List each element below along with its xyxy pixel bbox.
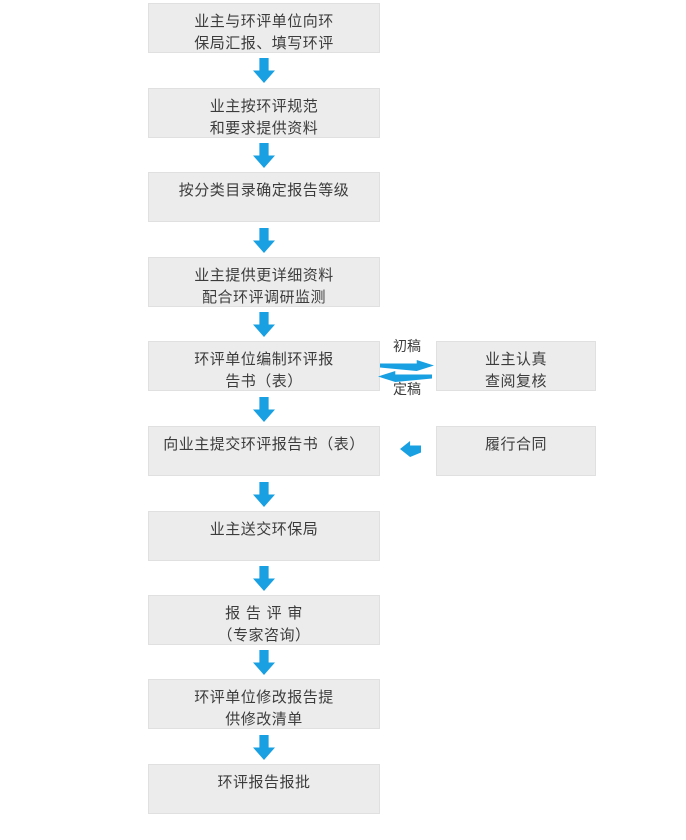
flow-step-text: 业主按环评规范 — [209, 97, 319, 115]
flow-step-text: （专家咨询） — [217, 626, 311, 644]
final-label: 定稿 — [393, 382, 421, 398]
arrow-down-icon — [253, 482, 275, 507]
flow-step-text: 向业主提交环评报告书（表） — [163, 435, 365, 453]
flow-step-send-to-epb: 业主送交环保局 — [148, 511, 380, 561]
flow-step-text: 按分类目录确定报告等级 — [178, 181, 350, 199]
flow-step-report-and-fill: 业主与环评单位向环 保局汇报、填写环评 — [148, 3, 380, 53]
flow-step-text: 业主认真 — [484, 350, 547, 368]
flow-step-text: 环评单位编制环评报 — [194, 350, 334, 368]
flow-step-text: 业主与环评单位向环 — [194, 12, 334, 30]
side-step-owner-review: 业主认真 查阅复核 — [436, 341, 596, 391]
flow-step-text: 履行合同 — [484, 435, 547, 453]
flow-step-text: 查阅复核 — [484, 372, 547, 390]
flow-step-text: 供修改清单 — [225, 710, 303, 728]
flow-step-determine-report-level: 按分类目录确定报告等级 — [148, 172, 380, 222]
flow-step-text: 告书（表） — [225, 372, 303, 390]
flow-step-text: 环评单位修改报告提 — [194, 688, 334, 706]
arrow-down-icon — [253, 735, 275, 760]
arrow-left-icon — [378, 371, 432, 382]
flow-step-text: 业主提供更详细资料 — [194, 266, 334, 284]
arrow-down-icon — [253, 312, 275, 337]
flow-step-text: 报 告 评 审 — [225, 604, 303, 622]
flow-step-report-approval: 环评报告报批 — [148, 764, 380, 814]
flow-step-compile-report: 环评单位编制环评报 告书（表） — [148, 341, 380, 391]
arrow-down-icon — [253, 397, 275, 422]
flow-step-text: 环评报告报批 — [217, 773, 311, 791]
flow-step-text: 配合环评调研监测 — [201, 288, 326, 306]
flow-step-text: 保局汇报、填写环评 — [194, 34, 334, 52]
side-step-fulfill-contract: 履行合同 — [436, 426, 596, 476]
flow-step-submit-report-to-owner: 向业主提交环评报告书（表） — [148, 426, 380, 476]
flow-step-report-review: 报 告 评 审 （专家咨询） — [148, 595, 380, 645]
draft-label: 初稿 — [393, 339, 421, 355]
arrow-left-icon — [400, 441, 421, 457]
arrow-down-icon — [253, 58, 275, 83]
flow-step-detailed-materials: 业主提供更详细资料 配合环评调研监测 — [148, 257, 380, 307]
arrow-down-icon — [253, 566, 275, 591]
flow-step-text: 和要求提供资料 — [209, 119, 319, 137]
arrow-down-icon — [253, 228, 275, 253]
flow-step-revise-report: 环评单位修改报告提 供修改清单 — [148, 679, 380, 729]
flow-step-provide-materials: 业主按环评规范 和要求提供资料 — [148, 88, 380, 138]
arrow-down-icon — [253, 650, 275, 675]
flow-step-text: 业主送交环保局 — [209, 520, 319, 538]
arrow-down-icon — [253, 143, 275, 168]
arrow-right-icon — [380, 360, 434, 371]
